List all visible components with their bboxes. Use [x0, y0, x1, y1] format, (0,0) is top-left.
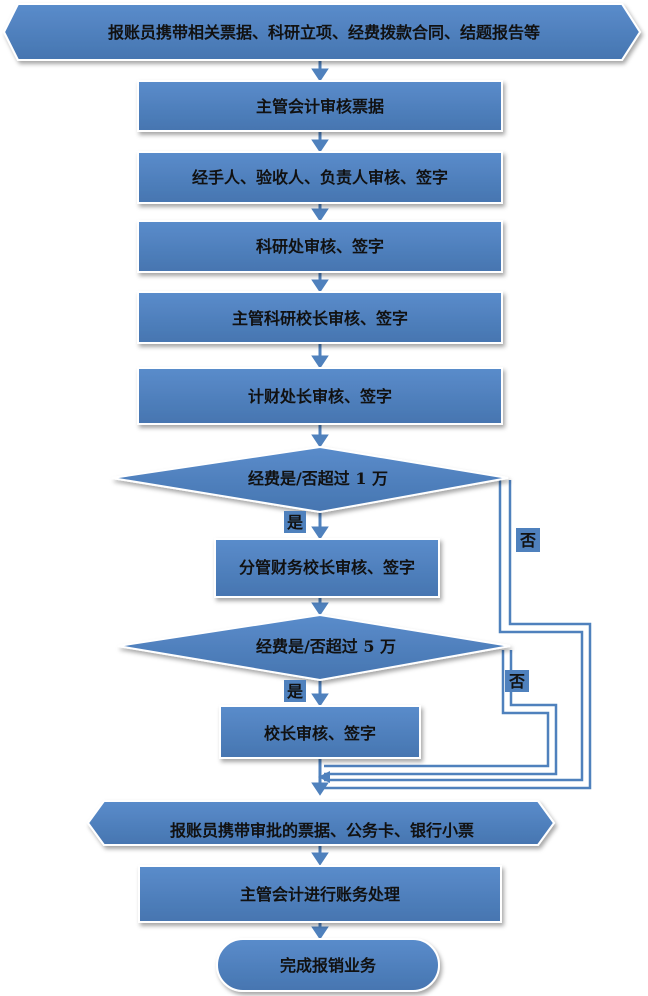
edge-vp-finance-to-decision2 [311, 597, 329, 616]
node-carry-docs: 报账员携带审批的票据、公务卡、银行小票 [86, 800, 556, 846]
node-finance-head-sign-label: 计财处长审核、签字 [248, 387, 392, 406]
node-end-label: 完成报销业务 [280, 956, 377, 975]
node-accountant-review-label: 主管会计审核票据 [256, 97, 384, 116]
edge-decision1-no [324, 480, 592, 790]
edge-decision1-yes [311, 512, 329, 540]
node-start-label: 报账员携带相关票据、科研立项、经费拨款合同、结题报告等 [108, 23, 540, 42]
node-finance-head-sign: 计财处长审核、签字 [137, 367, 503, 425]
edge-vp-to-finance-head [311, 343, 329, 369]
label-yes-2-text: 是 [286, 682, 303, 701]
merge-arrowhead [318, 771, 330, 783]
node-vp-finance-sign-label: 分管财务校长审核、签字 [239, 558, 415, 577]
edge-decision2-yes [311, 680, 329, 707]
node-decision-50k-label: 经费是/否超过 5 万 [256, 637, 396, 656]
edge-finance-head-to-decision1 [311, 424, 329, 448]
edge-accountant-to-handler [311, 131, 329, 153]
label-yes-1: 是 [284, 511, 306, 533]
label-yes-2: 是 [284, 680, 306, 702]
node-president-sign: 校长审核、签字 [219, 705, 421, 759]
node-accountant-review: 主管会计审核票据 [137, 80, 503, 132]
edge-handler-to-research-office [311, 203, 329, 222]
edge-carry-to-accounting [311, 845, 329, 866]
edge-research-office-to-vp [311, 272, 329, 293]
node-end: 完成报销业务 [216, 938, 440, 992]
node-decision-10k: 经费是/否超过 1 万 [111, 445, 509, 514]
label-no-2: 否 [505, 670, 529, 692]
node-accounting-process: 主管会计进行账务处理 [138, 865, 502, 923]
node-research-office-sign-label: 科研处审核、签字 [256, 237, 384, 256]
node-president-sign-label: 校长审核、签字 [264, 724, 376, 743]
label-no-1-text: 否 [519, 531, 536, 550]
node-handler-sign-label: 经手人、验收人、负责人审核、签字 [192, 168, 448, 187]
node-decision-10k-label: 经费是/否超过 1 万 [248, 469, 388, 488]
node-accounting-process-label: 主管会计进行账务处理 [240, 885, 400, 904]
connectors [311, 60, 329, 940]
node-vp-research-sign: 主管科研校长审核、签字 [137, 291, 503, 344]
edge-president-to-merge [311, 758, 329, 796]
node-decision-50k: 经费是/否超过 5 万 [117, 613, 511, 682]
node-vp-research-sign-label: 主管科研校长审核、签字 [232, 309, 408, 328]
node-vp-finance-sign: 分管财务校长审核、签字 [214, 538, 440, 598]
node-handler-sign: 经手人、验收人、负责人审核、签字 [137, 151, 503, 204]
label-yes-1-text: 是 [286, 513, 303, 532]
edge-start-to-accountant [311, 60, 329, 82]
label-no-1: 否 [516, 528, 540, 552]
node-carry-docs-label: 报账员携带审批的票据、公务卡、银行小票 [170, 821, 474, 840]
label-no-2-text: 否 [508, 672, 525, 691]
node-research-office-sign: 科研处审核、签字 [137, 220, 503, 273]
edge-accounting-to-end [311, 922, 329, 940]
node-start: 报账员携带相关票据、科研立项、经费拨款合同、结题报告等 [2, 3, 642, 61]
